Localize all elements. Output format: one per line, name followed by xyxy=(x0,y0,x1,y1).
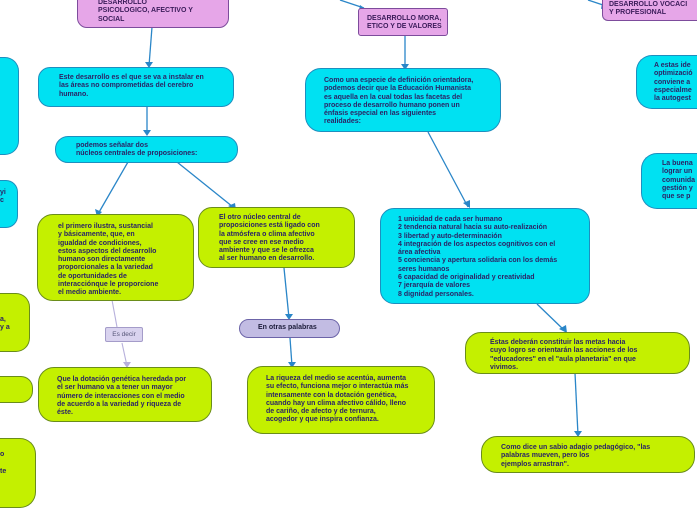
arrowhead xyxy=(288,362,296,368)
arrowhead xyxy=(401,64,409,70)
node-definicion-orientadora[interactable]: Como una especie de definición orientado… xyxy=(305,68,501,132)
node-otro-nucleo[interactable]: El otro núcleo central de proposiciones … xyxy=(198,207,355,268)
arrowhead xyxy=(559,325,567,333)
node-estas-deberan[interactable]: Éstas deberán constituir las metas hacia… xyxy=(465,332,690,374)
arrowhead xyxy=(463,200,470,208)
link-lista-estas xyxy=(536,303,566,332)
arrowhead xyxy=(143,130,151,136)
node-left-fragment-4[interactable] xyxy=(0,376,33,403)
node-desarrollo-psicologico[interactable]: DESARROLLO PSICOLOGICO, AFECTIVO Y SOCIA… xyxy=(77,0,229,28)
link-def-lista xyxy=(427,131,469,208)
node-a-estas-ide[interactable]: A estas ide optimizació conviene a espec… xyxy=(636,55,697,109)
node-primero-ilustra[interactable]: el primero ilustra, sustancial y básicam… xyxy=(37,214,194,301)
node-desarrollo-moral[interactable]: DESARROLLO MORA, ETICO Y DE VALORES xyxy=(358,8,448,36)
link-estas-sabio xyxy=(574,372,579,436)
link-psico-este xyxy=(148,26,153,67)
node-podemos-senalar[interactable]: podemos señalar dos núcleos centrales de… xyxy=(55,136,238,163)
link-podemos-primero xyxy=(97,161,129,215)
node-left-fragment-5[interactable]: o te xyxy=(0,438,36,508)
node-left-fragment-2[interactable]: yi c xyxy=(0,180,18,228)
link-primero-esdecir xyxy=(111,299,118,328)
link-enotras-riqueza xyxy=(289,337,293,367)
node-desarrollo-vocacional[interactable]: DESARROLLO VOCACI Y PROFESIONAL xyxy=(602,0,697,21)
arrowhead xyxy=(145,62,153,68)
node-lista-realidades[interactable]: 1 unicidad de cada ser humano 2 tendenci… xyxy=(380,208,590,304)
node-dotacion-genetica[interactable]: Que la dotación genética heredada por el… xyxy=(38,367,212,422)
node-en-otras-palabras[interactable]: En otras palabras xyxy=(239,319,340,338)
node-sabio-adagio[interactable]: Como dice un sabio adagio pedagógico, "l… xyxy=(481,436,695,473)
node-riqueza-medio[interactable]: La riqueza del medio se acentúa, aumenta… xyxy=(247,366,435,434)
link-otro-enotras xyxy=(283,267,290,319)
node-left-fragment-top[interactable] xyxy=(0,57,19,155)
tag-es-decir[interactable]: Es decir xyxy=(105,327,143,342)
node-la-buena[interactable]: La buena lograr un comunida gestión y qu… xyxy=(641,153,697,209)
node-este-desarrollo[interactable]: Este desarrollo es el que se va a instal… xyxy=(38,67,234,107)
link-podemos-otro xyxy=(176,161,234,208)
arrowhead xyxy=(574,431,582,437)
arrowhead xyxy=(123,362,131,368)
arrowhead xyxy=(285,314,293,320)
node-left-fragment-3[interactable]: a, y a xyxy=(0,293,30,352)
